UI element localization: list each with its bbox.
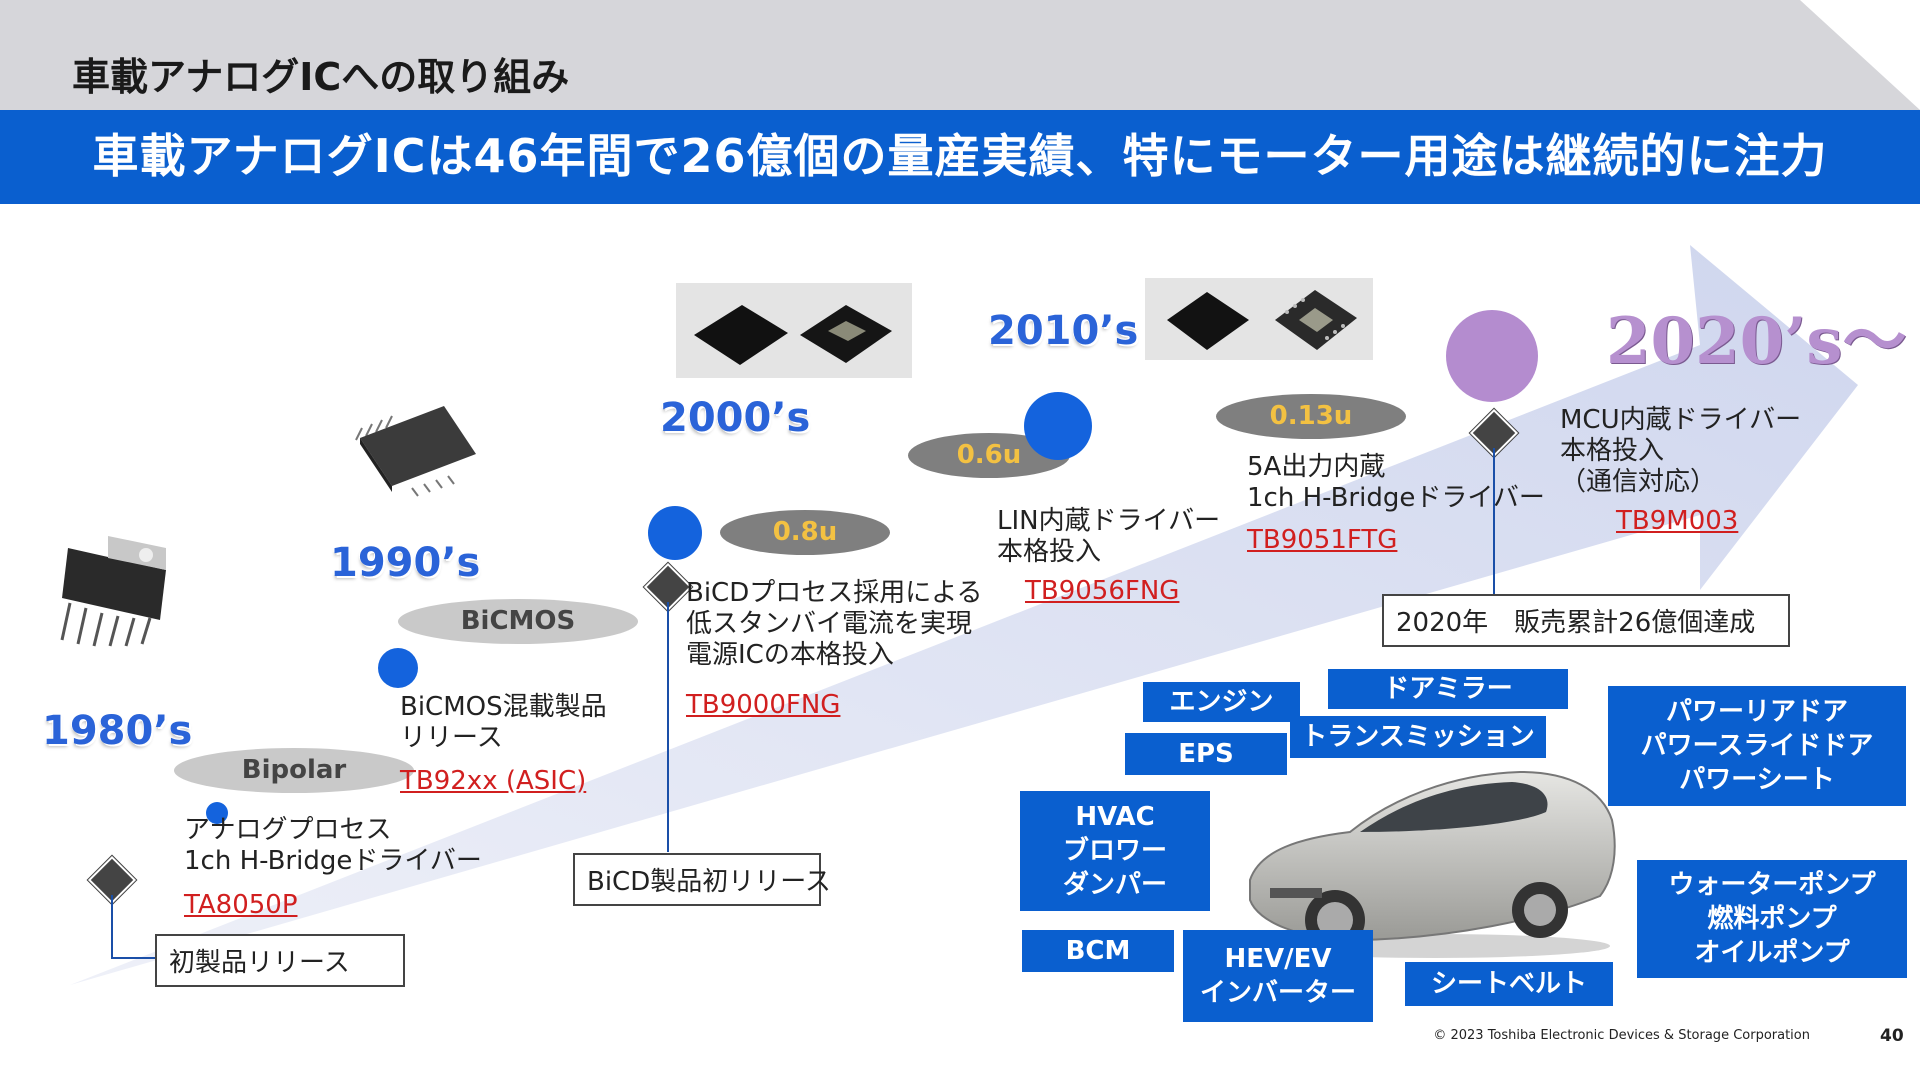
- headline-banner: [0, 110, 1920, 204]
- process-0-8u: 0.8u: [720, 510, 890, 555]
- milestone-line: 1ch H-Bridgeドライバー: [1247, 483, 1545, 513]
- milestone-line: BiCMOS混載製品: [400, 692, 607, 722]
- header-corner-cut: [1800, 0, 1920, 110]
- header-bar: [0, 0, 1920, 110]
- milestone-text-1990s: BiCMOS混載製品 リリース: [400, 692, 607, 754]
- connector-line: [1493, 448, 1495, 594]
- app-line: パワースライドドア: [1640, 731, 1874, 761]
- part-number-ta8050p[interactable]: TA8050P: [184, 890, 298, 920]
- connector-line: [111, 957, 156, 959]
- callout-first-release: 初製品リリース: [155, 934, 405, 987]
- milestone-line: 5A出力内蔵: [1247, 452, 1386, 482]
- process-0-13u: 0.13u: [1216, 394, 1406, 439]
- chip-image-2010s: [1145, 278, 1373, 360]
- app-line: 燃料ポンプ: [1707, 904, 1837, 934]
- era-label-2010s: 2010’s: [988, 308, 1139, 354]
- app-engine: エンジン: [1143, 682, 1300, 722]
- app-line: HVAC: [1075, 802, 1155, 832]
- app-line: ウォーターポンプ: [1668, 870, 1876, 900]
- connector-line: [667, 602, 669, 852]
- part-number-tb9056fng[interactable]: TB9056FNG: [1025, 576, 1180, 606]
- part-number-tb9000fng[interactable]: TB9000FNG: [686, 690, 841, 720]
- callout-bicd-first-release: BiCD製品初リリース: [573, 853, 831, 906]
- app-door-mirror: ドアミラー: [1328, 669, 1568, 709]
- app-line: パワーリアドア: [1665, 697, 1848, 727]
- era-label-2020s: 2020’s〜: [1606, 304, 1907, 379]
- era-label-1990s: 1990’s: [330, 540, 481, 586]
- milestone-line: 本格投入: [1560, 436, 1665, 466]
- chip-image-1980s: [60, 536, 166, 647]
- timeline-dot-2010s: [1024, 392, 1092, 460]
- copyright-notice: © 2023 Toshiba Electronic Devices & Stor…: [1433, 1028, 1810, 1043]
- part-number-tb9051ftg[interactable]: TB9051FTG: [1247, 525, 1398, 555]
- app-hvac: HVAC ブロワー ダンパー: [1020, 791, 1210, 911]
- app-transmission: トランスミッション: [1290, 716, 1546, 758]
- milestone-line: 本格投入: [997, 537, 1102, 567]
- car-image: [1249, 770, 1616, 958]
- app-seatbelt: シートベルト: [1405, 962, 1613, 1006]
- milestone-line: リリース: [400, 723, 503, 753]
- era-label-2000s: 2000’s: [660, 395, 811, 441]
- app-line: インバーター: [1199, 978, 1356, 1008]
- timeline-dot-2000s: [648, 506, 702, 560]
- milestone-line: アナログプロセス: [184, 815, 392, 845]
- app-line: ダンパー: [1062, 870, 1167, 900]
- era-label-1980s: 1980’s: [42, 708, 193, 754]
- connector-line: [111, 895, 113, 958]
- app-bcm: BCM: [1022, 930, 1174, 972]
- timeline-dot-1990s: [378, 648, 418, 688]
- app-pumps: ウォーターポンプ 燃料ポンプ オイルポンプ: [1637, 860, 1907, 978]
- timeline-dot-1980s: [206, 802, 228, 824]
- milestone-line: BiCDプロセス採用による: [686, 578, 983, 608]
- part-number-tb92xx[interactable]: TB92xx (ASIC): [400, 766, 587, 796]
- milestone-text-2000s: BiCDプロセス採用による 低スタンバイ電流を実現 電源ICの本格投入: [686, 578, 982, 671]
- milestone-line: MCU内蔵ドライバー: [1560, 405, 1802, 435]
- page-number: 40: [1880, 1026, 1904, 1046]
- chip-image-1990s: [355, 406, 476, 497]
- app-eps: EPS: [1125, 733, 1287, 775]
- chip-image-2000s: [676, 283, 912, 378]
- milestone-line: 1ch H-Bridgeドライバー: [184, 846, 482, 876]
- milestone-text-2010s: LIN内蔵ドライバー 本格投入: [997, 506, 1220, 568]
- milestone-line: 低スタンバイ電流を実現: [686, 609, 973, 639]
- milestone-line: （通信対応）: [1560, 467, 1717, 497]
- timeline-dot-2020s: [1446, 310, 1538, 402]
- app-hev-ev-inverter: HEV/EV インバーター: [1183, 930, 1373, 1022]
- milestone-text-2020s: MCU内蔵ドライバー 本格投入 （通信対応）: [1560, 405, 1801, 498]
- process-bicmos: BiCMOS: [398, 599, 638, 644]
- app-power-door: パワーリアドア パワースライドドア パワーシート: [1608, 686, 1906, 806]
- page-title: 車載アナログICへの取り組み: [72, 55, 570, 99]
- callout-2020-sales: 2020年 販売累計26億個達成: [1382, 594, 1790, 647]
- app-line: オイルポンプ: [1694, 938, 1850, 968]
- milestone-text-1980s: アナログプロセス 1ch H-Bridgeドライバー: [184, 815, 482, 877]
- process-bipolar: Bipolar: [174, 748, 414, 793]
- milestone-line: 電源ICの本格投入: [686, 640, 894, 670]
- app-line: HEV/EV: [1224, 944, 1332, 974]
- headline-text: 車載アナログICは46年間で26億個の量産実績、特にモーター用途は継続的に注力: [92, 129, 1828, 183]
- milestone-line: LIN内蔵ドライバー: [997, 506, 1221, 536]
- part-number-tb9m003[interactable]: TB9M003: [1616, 506, 1739, 536]
- app-line: パワーシート: [1679, 765, 1835, 795]
- app-line: ブロワー: [1062, 836, 1167, 866]
- milestone-text-5a: 5A出力内蔵 1ch H-Bridgeドライバー: [1247, 452, 1545, 514]
